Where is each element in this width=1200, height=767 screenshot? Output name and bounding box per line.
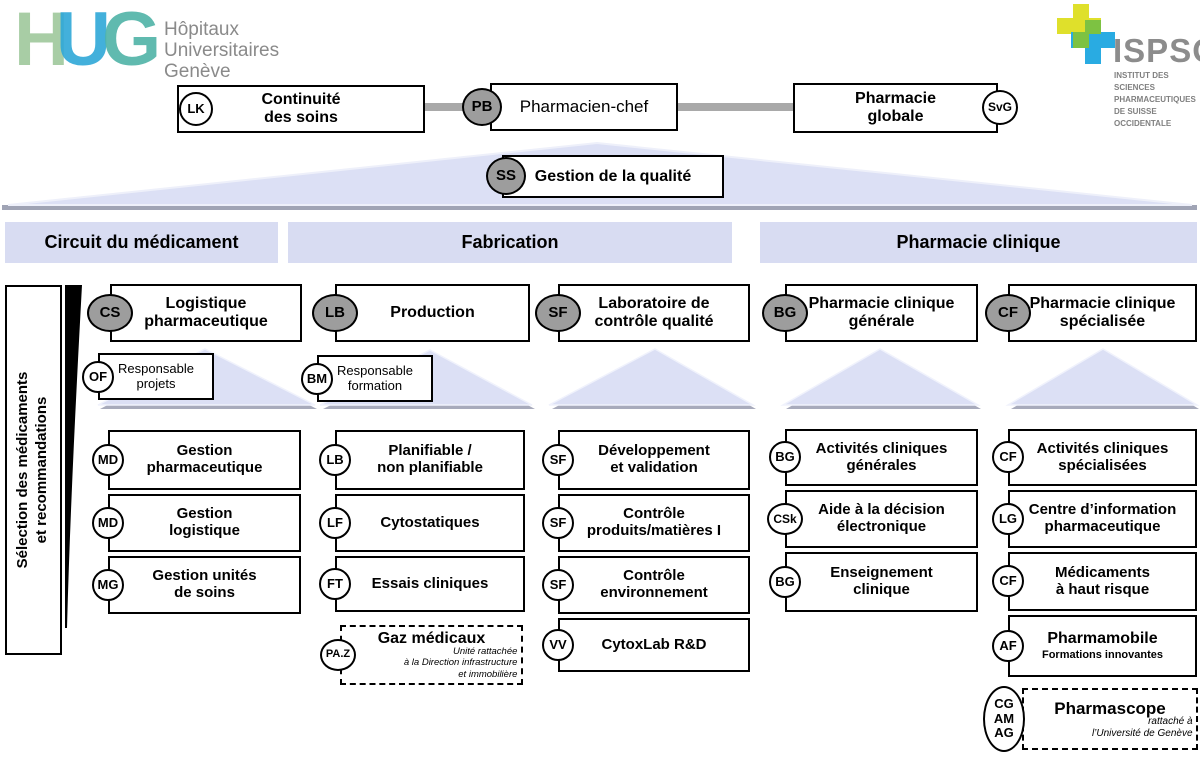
ispso-logo-subtitle: INSTITUT DES SCIENCES PHARMACEUTIQUES DE… bbox=[1114, 71, 1196, 128]
box-pharmascope: Pharmascope rattaché à l’Université de G… bbox=[1022, 688, 1198, 750]
badge-cf-1: CF bbox=[992, 441, 1024, 473]
badge-md-2: MD bbox=[92, 507, 124, 539]
badge-lf: LF bbox=[319, 507, 351, 539]
section-circuit-du-medicament: Circuit du médicament bbox=[5, 222, 278, 263]
box-responsable-projets: Responsable projets bbox=[98, 353, 214, 400]
badge-cs: CS bbox=[87, 294, 133, 332]
box-pharmamobile: Pharmamobile Formations innovantes bbox=[1008, 615, 1197, 677]
box-responsable-formation: Responsable formation bbox=[317, 355, 433, 402]
box-planifiable: Planifiable / non planifiable bbox=[335, 430, 525, 490]
pharmascope-label: Pharmascope bbox=[1054, 698, 1166, 718]
box-cytoxlab: CytoxLab R&D bbox=[558, 618, 750, 672]
box-enseignement-clinique: Enseignement clinique bbox=[785, 552, 978, 612]
col4-triangle bbox=[780, 348, 981, 406]
badge-ft: FT bbox=[319, 568, 351, 600]
badge-cf-2: CF bbox=[992, 565, 1024, 597]
box-gestion-logistique: Gestion logistique bbox=[108, 494, 301, 552]
badge-sf-1: SF bbox=[542, 444, 574, 476]
pharmamobile-subtitle: Formations innovantes bbox=[1041, 649, 1164, 662]
badge-md-1: MD bbox=[92, 444, 124, 476]
gaz-medicaux-note: Unité rattachée à la Direction infrastru… bbox=[403, 646, 518, 680]
box-continuite-des-soins: Continuité des soins bbox=[177, 85, 425, 133]
badge-mg: MG bbox=[92, 569, 124, 601]
box-controle-produits: Contrôle produits/matières I bbox=[558, 494, 750, 552]
badge-bm: BM bbox=[301, 363, 333, 395]
box-medicaments-haut-risque: Médicaments à haut risque bbox=[1008, 552, 1197, 611]
box-gestion-pharmaceutique: Gestion pharmaceutique bbox=[108, 430, 301, 490]
box-logistique-pharmaceutique: Logistique pharmaceutique bbox=[110, 284, 302, 342]
box-activites-cliniques-specialisees: Activités cliniques spécialisées bbox=[1008, 429, 1197, 486]
box-gaz-medicaux: Gaz médicaux Unité rattachée à la Direct… bbox=[340, 625, 523, 685]
box-pharmacie-globale: Pharmacie globale bbox=[793, 83, 998, 133]
badge-ss: SS bbox=[486, 157, 526, 195]
box-centre-information-pharmaceutique: Centre d’information pharmaceutique bbox=[1008, 490, 1197, 548]
box-gestion-unites-soins: Gestion unités de soins bbox=[108, 556, 301, 614]
badge-of: OF bbox=[82, 361, 114, 393]
pharmamobile-label: Pharmamobile bbox=[1047, 630, 1158, 648]
hug-logo: H U G Hôpitaux Universitaires Genève bbox=[14, 0, 314, 86]
pyramid-shadow bbox=[2, 205, 1197, 210]
hug-letter-h: H bbox=[14, 0, 69, 82]
badge-svg: SvG bbox=[982, 90, 1018, 125]
ispso-logo: ISPSO INSTITUT DES SCIENCES PHARMACEUTIQ… bbox=[1053, 4, 1200, 128]
ispso-logo-text: ISPSO bbox=[1113, 32, 1200, 69]
badge-sf-3: SF bbox=[542, 569, 574, 601]
box-cytostatiques: Cytostatiques bbox=[335, 494, 525, 552]
col5-triangle bbox=[1005, 348, 1200, 406]
gaz-medicaux-label: Gaz médicaux bbox=[377, 630, 486, 648]
section-pharmacie-clinique: Pharmacie clinique bbox=[760, 222, 1197, 263]
section-fabrication: Fabrication bbox=[288, 222, 732, 263]
hug-logo-text: Hôpitaux Universitaires Genève bbox=[164, 19, 280, 82]
ispso-cross-icon bbox=[1057, 4, 1115, 64]
hug-letter-u: U bbox=[56, 0, 111, 82]
badge-sf-head: SF bbox=[535, 294, 581, 332]
badge-bg-2: BG bbox=[769, 566, 801, 598]
box-pharmacien-chef: Pharmacien-chef bbox=[490, 83, 678, 131]
badge-paz: PA.Z bbox=[320, 639, 356, 671]
badge-vv: VV bbox=[542, 629, 574, 661]
badge-af: AF bbox=[992, 630, 1024, 662]
badge-lg: LG bbox=[992, 503, 1024, 535]
selection-wedge bbox=[65, 285, 82, 628]
rail-selection-label: Sélection des médicaments et recommandat… bbox=[14, 371, 50, 569]
col3-triangle-shadow bbox=[552, 353, 756, 409]
connector-left bbox=[424, 103, 466, 111]
box-pharmacie-clinique-specialisee: Pharmacie clinique spécialisée bbox=[1008, 284, 1197, 342]
col4-triangle-shadow bbox=[786, 353, 981, 409]
badge-bg-head: BG bbox=[762, 294, 808, 332]
badge-sf-2: SF bbox=[542, 507, 574, 539]
box-developpement-validation: Développement et validation bbox=[558, 430, 750, 490]
badge-bg-1: BG bbox=[769, 441, 801, 473]
badge-pb: PB bbox=[462, 88, 502, 126]
connector-right bbox=[677, 103, 795, 111]
badge-csk: CSk bbox=[767, 503, 803, 535]
box-controle-environnement: Contrôle environnement bbox=[558, 556, 750, 614]
box-activites-cliniques-generales: Activités cliniques générales bbox=[785, 429, 978, 486]
badge-lb-head: LB bbox=[312, 294, 358, 332]
box-gestion-qualite: Gestion de la qualité bbox=[502, 155, 724, 198]
badge-lb-sub: LB bbox=[319, 444, 351, 476]
box-laboratoire-controle-qualite: Laboratoire de contrôle qualité bbox=[558, 284, 750, 342]
hug-letter-g: G bbox=[102, 0, 162, 82]
box-pharmacie-clinique-generale: Pharmacie clinique générale bbox=[785, 284, 978, 342]
col3-triangle bbox=[548, 348, 756, 406]
pharmascope-note: rattaché à l’Université de Genève bbox=[1091, 715, 1193, 739]
badge-lk: LK bbox=[179, 92, 213, 126]
badge-cg-am-ag: CG AM AG bbox=[983, 686, 1025, 752]
box-essais-cliniques: Essais cliniques bbox=[335, 556, 525, 612]
box-aide-decision-electronique: Aide à la décision électronique bbox=[785, 490, 978, 548]
rail-selection-medicaments bbox=[5, 285, 62, 655]
badge-cf-head: CF bbox=[985, 294, 1031, 332]
col5-triangle-shadow bbox=[1011, 353, 1199, 409]
box-production: Production bbox=[335, 284, 530, 342]
